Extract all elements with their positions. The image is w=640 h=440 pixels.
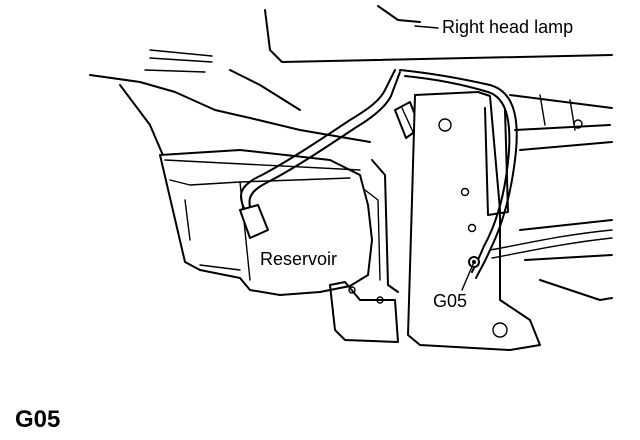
- reservoir-label: Reservoir: [258, 249, 340, 269]
- head-lamp-label: Right head lamp: [440, 17, 576, 37]
- head-lamp-housing: [144, 5, 613, 73]
- figure-code: G05: [15, 406, 61, 433]
- ground-point-g05: [461, 256, 480, 291]
- washer-hose: [239, 69, 401, 239]
- head-lamp-leader: [414, 25, 439, 29]
- ground-point-label: G05: [431, 291, 470, 311]
- lower-frame: [329, 159, 399, 343]
- support-bracket: [407, 91, 541, 351]
- wiring-harness: [399, 69, 613, 279]
- body-panel: [89, 69, 371, 161]
- right-frame-rail: [509, 94, 613, 301]
